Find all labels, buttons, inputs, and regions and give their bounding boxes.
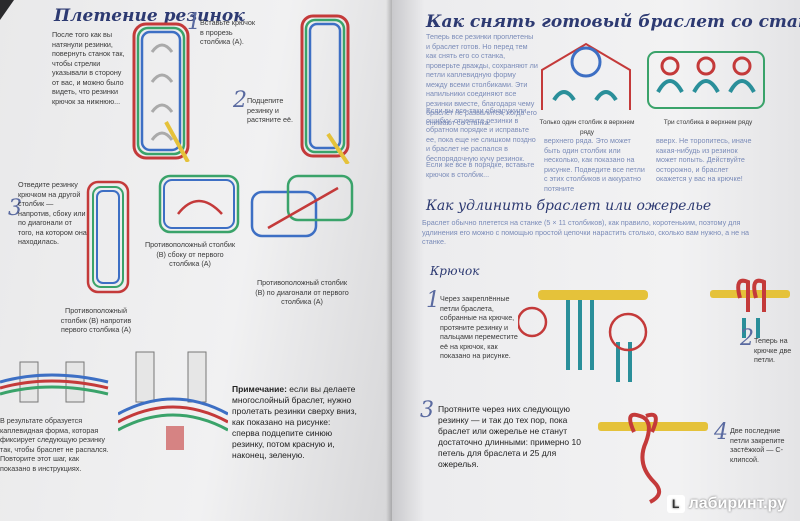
hook-step2-text: Теперь на крючке две петли. [754,336,792,364]
middle-text-right: вверх. Не торопитесь, иначе какая-нибудь… [656,136,752,183]
intro-text: После того как вы натянули резинки, пове… [52,30,125,106]
hook-step3-number: 3 [420,398,434,423]
step1-text: Вставьте крючок в прорезь столбика (А). [200,18,256,46]
three-peg-removal-illustration [647,51,765,109]
remove-text-2: Если вы все-таки обнаружили ошибку, отце… [426,106,536,163]
step2-text: Подцепите резинку и растяните её. [247,96,293,124]
remove-text-3: Если же все в порядке, вставьте крючок в… [426,160,535,179]
lengthen-subtitle: Как удлинить браслет или ожерелье [426,198,712,214]
multilayer-loom-illustration [118,351,228,450]
watermark-text: лабиринт.ру [688,495,786,512]
label-side: Противоположный столбик (В) сбоку от пер… [144,240,236,268]
step3-text: Отведите резинку крючком на другой столб… [18,180,87,246]
hook-step2-number: 2 [740,326,754,351]
hook-step4-text: Две последние петли закрепите застёжкой … [730,426,785,464]
hook-step3-text: Протяните через них следующую резинку — … [438,404,581,469]
loom-side-view-illustration [0,361,109,403]
note-text: если вы делаете многослойный браслет, ну… [232,384,357,460]
caption-one-peg: Только один столбик в верхнем ряду [539,119,635,136]
remove-text-1: Теперь все резинки проплетены и браслет … [426,32,538,127]
hook-step1-illustration [518,290,648,382]
hook-step1-text: Через закреплённые петли браслета, собра… [440,294,518,360]
lengthen-intro: Браслет обычно плетется на станке (5 × 1… [422,218,750,246]
right-page-title: Как снять готовый браслет со станка [426,12,800,32]
label-opposite: Противоположный столбик (В) напротив пер… [60,306,132,334]
note-block: Примечание: если вы делаете многослойный… [232,384,360,461]
one-peg-removal-illustration [541,42,631,110]
step3-number: 3 [8,196,22,221]
right-page: Как снять готовый браслет со станка Тепе… [392,0,800,521]
step1-number: 1 [187,10,201,35]
diagonal-peg-diagram [250,174,354,238]
loom-column-illustration [132,22,190,162]
watermark-logo: L [666,494,685,513]
label-diagonal: Противоположный столбик (В) по диагонали… [255,278,349,306]
left-page-title: Плетение резинок [54,6,245,26]
hook-step4-number: 4 [714,420,728,445]
hook-heading: Крючок [430,264,480,278]
loom-column-illustration-2 [300,14,350,164]
note-label: Примечание: [232,384,287,394]
step2-number: 2 [233,88,247,113]
middle-text-left: верхнего ряда. Это может быть один столб… [544,136,645,193]
hook-step1-number: 1 [426,288,440,313]
side-peg-diagram [158,174,240,234]
opposite-peg-diagram [86,180,130,294]
left-page: Плетение резинок После того как вы натян… [0,0,392,521]
caption-three-pegs: Три столбика в верхнем ряду [663,119,753,126]
hook-step2-illustration [710,278,790,338]
hook-step3-illustration [598,412,708,504]
result-text: В результате образуется каплевидная форм… [0,416,109,473]
